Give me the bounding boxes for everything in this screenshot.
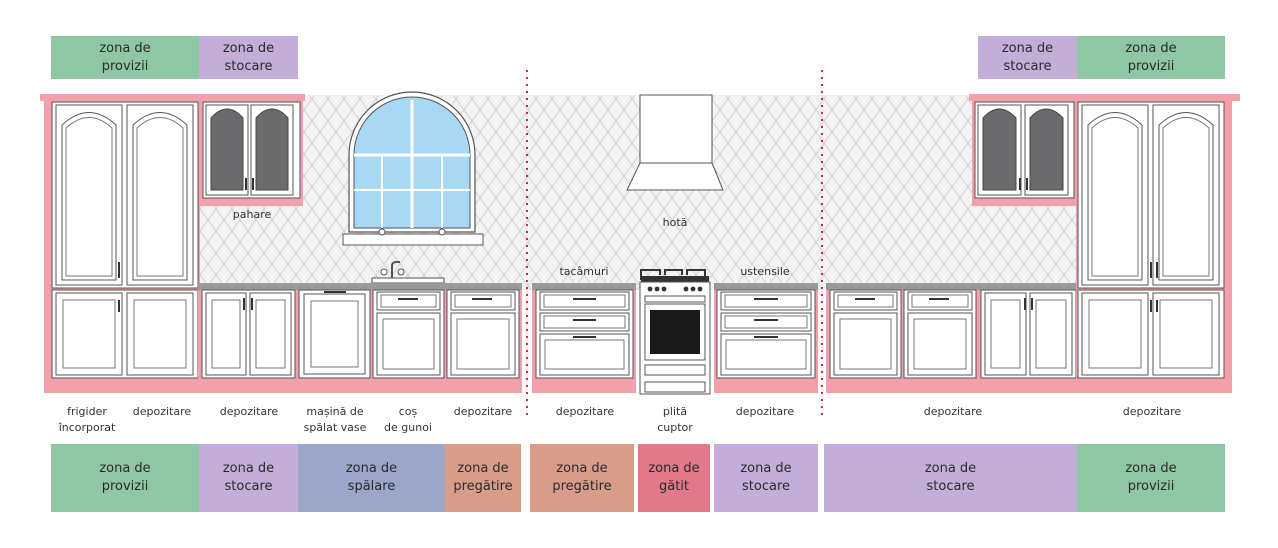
item-label-cos-gunoi: coș de gunoi xyxy=(384,405,432,434)
bottom-zone-provizii-left: zona de provizii xyxy=(51,444,199,512)
countertop-left xyxy=(198,283,522,290)
sink-faucet xyxy=(371,261,445,284)
top-zone-stocare-left: zona de stocare xyxy=(199,36,298,79)
item-label-depozitare-6: depozitare xyxy=(923,405,983,418)
bottom-zone-stocare-2: zona de stocare xyxy=(714,444,818,512)
item-label-depozitare-7: depozitare xyxy=(1122,405,1182,418)
top-zone-provizii-right: zona de provizii xyxy=(1077,36,1225,79)
bottom-zone-pregatire-1: zona de pregătire xyxy=(445,444,521,512)
left-wall-cabinet xyxy=(198,94,305,206)
label-tacamuri: tacâmuri xyxy=(559,265,609,278)
bottom-zone-stocare-1: zona de stocare xyxy=(199,444,298,512)
stove-oven xyxy=(639,269,711,395)
bottom-zone-stocare-3: zona de stocare xyxy=(824,444,1077,512)
item-label-depozitare-3: depozitare xyxy=(453,405,513,418)
countertop-right xyxy=(826,283,1080,290)
item-label-masina-spalat: mașină de spălat vase xyxy=(303,405,367,434)
item-label-depozitare-2: depozitare xyxy=(219,405,279,418)
item-label-depozitare-5: depozitare xyxy=(735,405,795,418)
window xyxy=(342,91,484,246)
label-ustensile: ustensile xyxy=(740,265,790,278)
right-wall-cabinet xyxy=(969,94,1080,206)
item-label-frigider: frigider încorporat xyxy=(58,405,116,434)
drawer-unit-ustensile xyxy=(716,289,816,379)
label-pahare: pahare xyxy=(232,208,272,221)
bottom-zone-pregatire-2: zona de pregătire xyxy=(530,444,634,512)
bottom-zone-spalare: zona de spălare xyxy=(298,444,445,512)
item-label-depozitare-4: depozitare xyxy=(555,405,615,418)
left-tall-unit xyxy=(40,94,202,393)
item-label-plita-cuptor: plită cuptor xyxy=(657,405,693,434)
top-zone-provizii-left: zona de provizii xyxy=(51,36,199,79)
top-zone-stocare-right: zona de stocare xyxy=(978,36,1077,79)
countertop-middle-left xyxy=(532,283,636,290)
range-hood xyxy=(626,94,724,191)
drawer-unit-tacamuri xyxy=(535,289,634,379)
right-tall-unit xyxy=(1074,94,1240,393)
bottom-zone-gatit: zona de gătit xyxy=(638,444,710,512)
item-label-depozitare-1: depozitare xyxy=(132,405,192,418)
backsplash-tiles xyxy=(198,95,1079,290)
base-cabinets-left xyxy=(201,289,520,379)
bottom-zone-provizii-right: zona de provizii xyxy=(1077,444,1225,512)
countertop-middle-right xyxy=(714,283,818,290)
base-cabinets-right xyxy=(829,289,1077,379)
label-hota: hotă xyxy=(662,216,688,229)
